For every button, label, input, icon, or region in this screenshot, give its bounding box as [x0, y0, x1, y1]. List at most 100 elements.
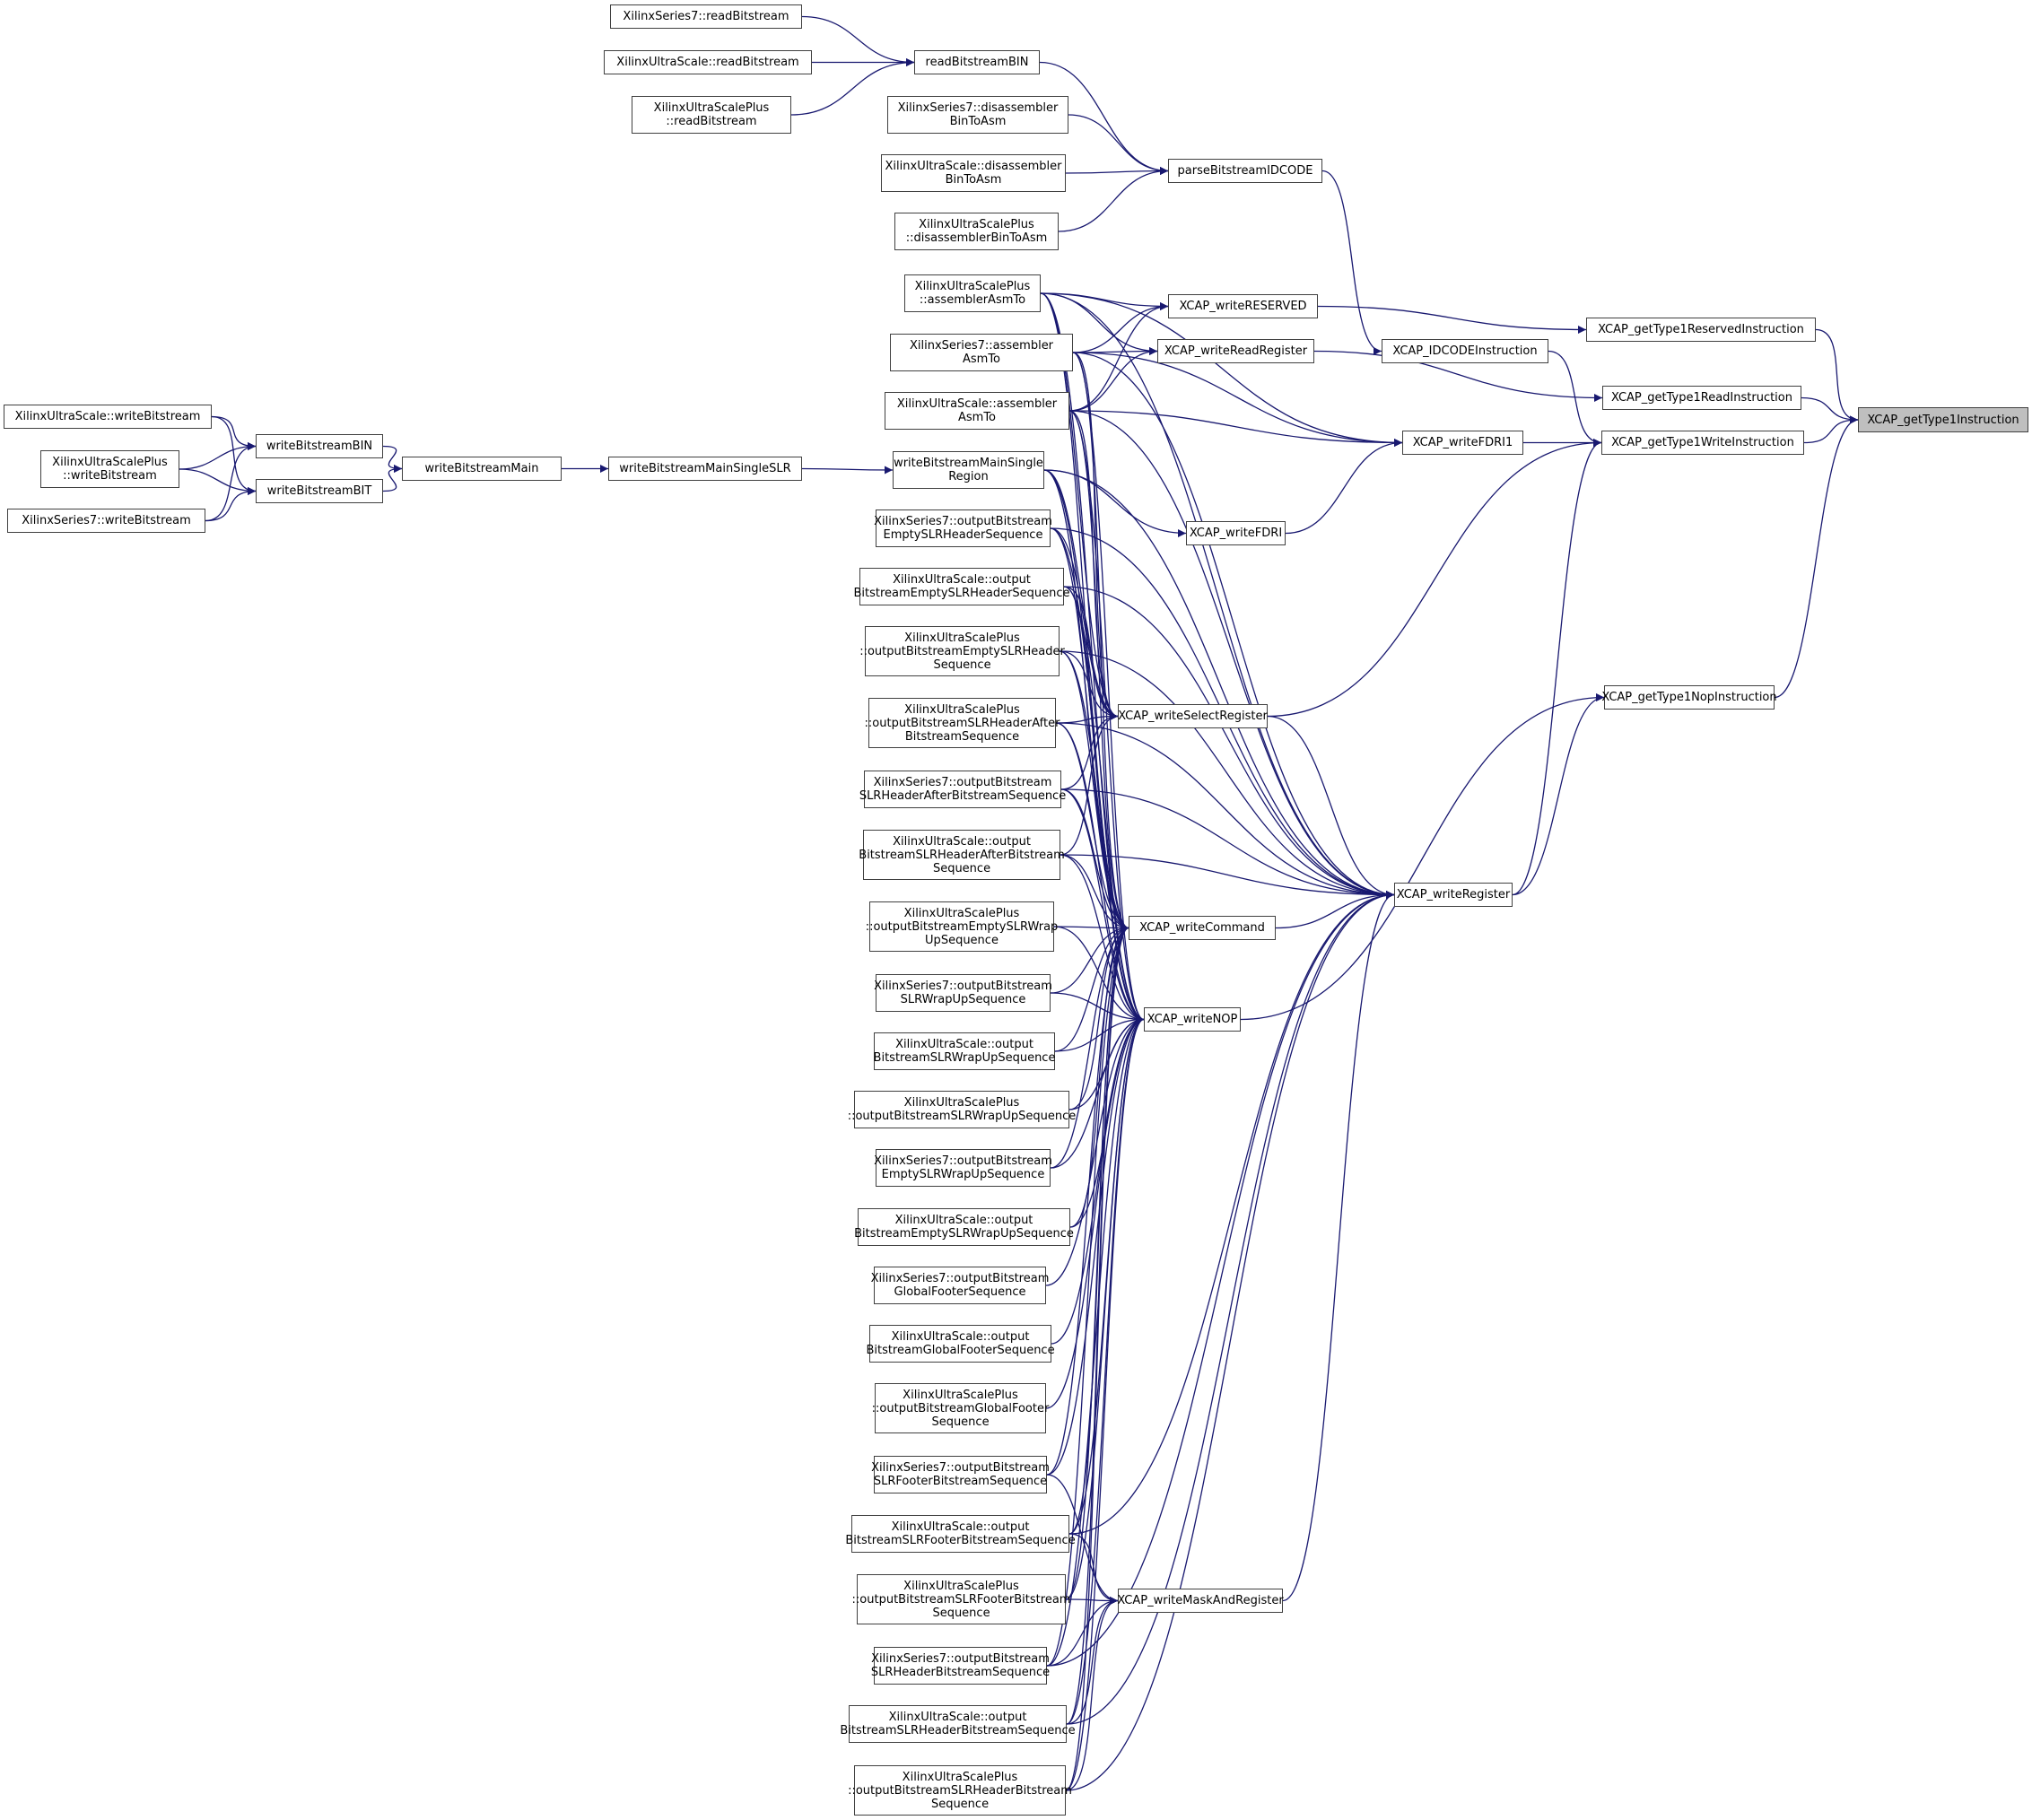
- call-edge: [1055, 722, 1145, 1023]
- graph-node[interactable]: XilinxSeries7::writeBitstream: [7, 509, 205, 533]
- call-edge: [1065, 1596, 1119, 1791]
- graph-node[interactable]: XilinxUltraScale::writeBitstream: [4, 405, 212, 429]
- call-edge: [1321, 170, 1382, 356]
- graph-node[interactable]: XilinxUltraScalePlus ::writeBitstream: [40, 450, 179, 488]
- graph-node[interactable]: XilinxUltraScale::readBitstream: [604, 50, 812, 74]
- node-label: XilinxUltraScalePlus ::outputBitstreamSL…: [851, 1579, 1071, 1620]
- call-edge: [1068, 346, 1158, 412]
- node-label: writeBitstreamMainSingle Region: [894, 457, 1043, 483]
- graph-node[interactable]: XilinxUltraScale::output BitstreamGlobal…: [866, 1325, 1055, 1363]
- node-label: XCAP_writeReadRegister: [1164, 344, 1308, 358]
- node-label: XilinxUltraScale::writeBitstream: [14, 410, 201, 423]
- graph-node[interactable]: XilinxUltraScalePlus ::outputBitstreamSL…: [852, 1574, 1070, 1624]
- graph-node[interactable]: XCAP_getType1WriteInstruction: [1601, 431, 1804, 455]
- graph-node[interactable]: XCAP_IDCODEInstruction: [1382, 339, 1548, 363]
- call-edge: [1063, 586, 1129, 932]
- graph-node[interactable]: XilinxSeries7::outputBitstream SLRHeader…: [859, 771, 1066, 808]
- node-label: XilinxUltraScale::output BitstreamEmptyS…: [853, 573, 1070, 600]
- graph-node[interactable]: XCAP_writeNOP: [1144, 1007, 1241, 1032]
- graph-node[interactable]: XilinxSeries7::outputBitstream EmptySLRW…: [874, 1149, 1052, 1187]
- node-label: XCAP_writeSelectRegister: [1118, 710, 1268, 723]
- call-edge: [1060, 788, 1129, 933]
- graph-node[interactable]: XilinxUltraScalePlus ::outputBitstreamSL…: [848, 1091, 1076, 1128]
- graph-node[interactable]: XCAP_writeReadRegister: [1157, 339, 1314, 363]
- call-edge: [1072, 352, 1145, 1023]
- node-label: XCAP_writeFDRI: [1189, 527, 1283, 540]
- node-label: XCAP_getType1ReadInstruction: [1611, 391, 1792, 405]
- node-label: XCAP_getType1ReservedInstruction: [1598, 323, 1804, 336]
- node-label: XilinxSeries7::outputBitstream EmptySLRH…: [874, 515, 1052, 542]
- call-edge: [1068, 114, 1169, 176]
- node-label: XilinxSeries7::outputBitstream GlobalFoo…: [870, 1272, 1050, 1299]
- graph-node[interactable]: XCAP_getType1ReadInstruction: [1602, 386, 1801, 410]
- node-label: XCAP_writeNOP: [1147, 1013, 1238, 1026]
- graph-node[interactable]: XilinxUltraScale::disassembler BinToAsm: [881, 154, 1066, 192]
- focus-node[interactable]: XCAP_getType1Instruction: [1858, 407, 2028, 432]
- graph-node[interactable]: XCAP_writeMaskAndRegister: [1117, 1589, 1284, 1613]
- graph-node[interactable]: XilinxSeries7::readBitstream: [610, 4, 802, 29]
- graph-node[interactable]: XilinxUltraScalePlus ::outputBitstreamSL…: [848, 1765, 1072, 1816]
- graph-node[interactable]: writeBitstreamMain: [402, 457, 562, 481]
- call-edge: [1046, 1015, 1145, 1476]
- node-label: XCAP_getType1Instruction: [1867, 413, 2019, 427]
- graph-node[interactable]: XilinxUltraScalePlus ::assemblerAsmTo: [904, 274, 1041, 312]
- call-edge: [1059, 650, 1145, 1023]
- graph-node[interactable]: XilinxUltraScale::output BitstreamSLRHea…: [859, 830, 1065, 880]
- graph-node[interactable]: XilinxSeries7::assembler AsmTo: [890, 334, 1073, 371]
- call-edge: [1043, 469, 1187, 538]
- node-label: readBitstreamBIN: [925, 56, 1029, 69]
- call-edge: [1317, 305, 1587, 335]
- call-edge: [1046, 890, 1395, 1667]
- graph-node[interactable]: XilinxUltraScale::output BitstreamSLRFoo…: [845, 1515, 1076, 1553]
- graph-node[interactable]: parseBitstreamIDCODE: [1168, 159, 1322, 183]
- graph-node[interactable]: XilinxUltraScale::assembler AsmTo: [885, 392, 1069, 430]
- call-edge: [1051, 1015, 1145, 1345]
- call-edge: [1066, 890, 1395, 1725]
- call-edge: [1040, 292, 1403, 448]
- graph-node[interactable]: XCAP_writeSelectRegister: [1118, 704, 1268, 728]
- graph-node[interactable]: XCAP_writeRESERVED: [1168, 294, 1318, 318]
- graph-node[interactable]: XCAP_getType1NopInstruction: [1601, 685, 1777, 710]
- call-edge: [1065, 1015, 1145, 1791]
- graph-node[interactable]: XCAP_writeCommand: [1129, 916, 1276, 940]
- graph-node[interactable]: writeBitstreamMainSingleSLR: [608, 457, 802, 481]
- graph-node[interactable]: XilinxUltraScalePlus ::outputBitstreamSL…: [865, 698, 1060, 748]
- graph-node[interactable]: XilinxUltraScalePlus ::disassemblerBinTo…: [894, 213, 1059, 250]
- call-edge: [1060, 788, 1395, 900]
- call-edge: [1512, 439, 1602, 896]
- graph-node[interactable]: XilinxUltraScale::output BitstreamEmptyS…: [853, 568, 1070, 605]
- call-edge: [1045, 1015, 1145, 1409]
- graph-node[interactable]: XCAP_writeFDRI: [1186, 521, 1286, 545]
- call-edge: [1801, 396, 1859, 424]
- graph-node[interactable]: readBitstreamBIN: [914, 50, 1040, 74]
- graph-node[interactable]: writeBitstreamBIN: [256, 434, 383, 458]
- node-label: writeBitstreamMainSingleSLR: [619, 462, 791, 475]
- graph-node[interactable]: XilinxUltraScale::output BitstreamEmptyS…: [854, 1208, 1074, 1246]
- graph-node[interactable]: XCAP_writeFDRI1: [1402, 431, 1523, 455]
- call-edge: [1065, 1596, 1119, 1606]
- graph-node[interactable]: writeBitstreamBIT: [256, 479, 383, 503]
- graph-node[interactable]: XilinxSeries7::outputBitstream SLRWrapUp…: [874, 974, 1052, 1012]
- graph-node[interactable]: XilinxSeries7::outputBitstream SLRHeader…: [871, 1647, 1050, 1685]
- graph-node[interactable]: XilinxUltraScalePlus ::outputBitstreamEm…: [866, 901, 1058, 952]
- graph-node[interactable]: XilinxUltraScale::output BitstreamSLRHea…: [840, 1705, 1076, 1743]
- node-label: XilinxUltraScalePlus ::outputBitstreamEm…: [865, 906, 1059, 947]
- graph-node[interactable]: XilinxUltraScale::output BitstreamSLRWra…: [874, 1032, 1055, 1070]
- graph-node[interactable]: XCAP_writeRegister: [1394, 883, 1513, 907]
- graph-node[interactable]: XilinxSeries7::disassembler BinToAsm: [887, 96, 1068, 134]
- call-edge: [211, 415, 257, 496]
- graph-node[interactable]: XilinxSeries7::outputBitstream EmptySLRH…: [874, 509, 1052, 547]
- node-label: XilinxSeries7::outputBitstream SLRFooter…: [871, 1461, 1050, 1488]
- node-label: writeBitstreamBIT: [266, 484, 372, 498]
- graph-node[interactable]: writeBitstreamMainSingle Region: [893, 451, 1044, 489]
- node-label: XilinxUltraScalePlus ::outputBitstreamGl…: [871, 1388, 1050, 1429]
- graph-node[interactable]: XilinxUltraScalePlus ::outputBitstreamGl…: [872, 1383, 1049, 1433]
- call-edge: [1055, 722, 1395, 900]
- graph-node[interactable]: XilinxSeries7::outputBitstream GlobalFoo…: [871, 1267, 1049, 1304]
- graph-node[interactable]: XilinxUltraScalePlus ::readBitstream: [632, 96, 791, 134]
- graph-node[interactable]: XilinxSeries7::outputBitstream SLRFooter…: [871, 1456, 1050, 1493]
- call-edge: [1065, 166, 1169, 176]
- graph-node[interactable]: XCAP_getType1ReservedInstruction: [1586, 318, 1816, 342]
- call-edge: [1072, 352, 1119, 720]
- graph-node[interactable]: XilinxUltraScalePlus ::outputBitstreamEm…: [859, 626, 1065, 676]
